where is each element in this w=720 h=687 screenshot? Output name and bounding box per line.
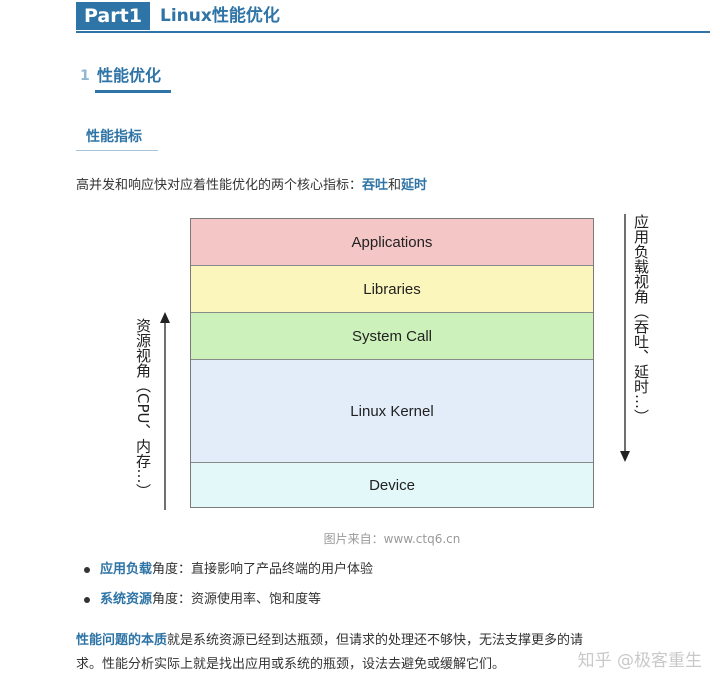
bullet-list: 应用负载角度：直接影响了产品终端的用户体验 系统资源角度：资源使用率、饱和度等 xyxy=(76,560,373,620)
bullet-dot xyxy=(84,597,90,603)
list-item: 系统资源角度：资源使用率、饱和度等 xyxy=(76,590,373,620)
paragraph-line-2: 求。性能分析实际上就是找出应用或系统的瓶颈，设法去避免或缓解它们。 xyxy=(76,657,506,672)
linux-stack-diagram: Applications Libraries System Call Linux… xyxy=(190,218,594,508)
part-header: Part1 Linux性能优化 xyxy=(76,0,710,33)
part-label: Part1 xyxy=(76,2,150,30)
bullet-text: 角度：资源使用率、饱和度等 xyxy=(152,592,322,607)
section-number: 1 xyxy=(80,68,90,84)
subsection-title: 性能指标 xyxy=(86,129,142,145)
layer-linux-kernel: Linux Kernel xyxy=(191,360,593,463)
image-caption: 图片来自：www.ctq6.cn xyxy=(323,532,461,546)
layer-system-call: System Call xyxy=(191,313,593,360)
part-title: Linux性能优化 xyxy=(160,6,280,26)
bullet-text: 角度：直接影响了产品终端的用户体验 xyxy=(152,562,374,577)
layer-libraries: Libraries xyxy=(191,266,593,313)
intro-lead: 高并发和响应快对应着性能优化的两个核心指标： xyxy=(76,178,363,193)
application-load-perspective-label: 应用负载视角（吞吐、延时…） xyxy=(632,214,650,424)
watermark: 知乎 @极客重生 xyxy=(577,651,702,671)
list-item: 应用负载角度：直接影响了产品终端的用户体验 xyxy=(76,560,373,590)
section-title: 性能优化 xyxy=(97,66,162,85)
layer-device: Device xyxy=(191,463,593,507)
bullet-dot xyxy=(84,567,90,573)
subsection-underline xyxy=(76,150,158,151)
summary-paragraph: 性能问题的本质就是系统资源已经到达瓶颈，但请求的处理还不够快，无法支撑更多的请 … xyxy=(76,629,696,677)
down-arrow-icon xyxy=(620,214,630,462)
section-underline xyxy=(95,90,171,93)
paragraph-line-1: 就是系统资源已经到达瓶颈，但请求的处理还不够快，无法支撑更多的请 xyxy=(167,633,584,648)
up-arrow-icon xyxy=(160,312,170,510)
bullet-keyword: 应用负载 xyxy=(100,562,153,577)
resource-perspective-label: 资源视角（CPU、内存…） xyxy=(134,318,152,499)
layer-applications: Applications xyxy=(191,219,593,266)
intro-and: 和 xyxy=(388,178,402,193)
intro-text: 高并发和响应快对应着性能优化的两个核心指标：吞吐和延时 xyxy=(76,176,427,196)
intro-keyword-latency: 延时 xyxy=(401,178,428,193)
bullet-keyword: 系统资源 xyxy=(100,592,153,607)
intro-keyword-throughput: 吞吐 xyxy=(362,178,389,193)
paragraph-keyword: 性能问题的本质 xyxy=(76,633,168,648)
